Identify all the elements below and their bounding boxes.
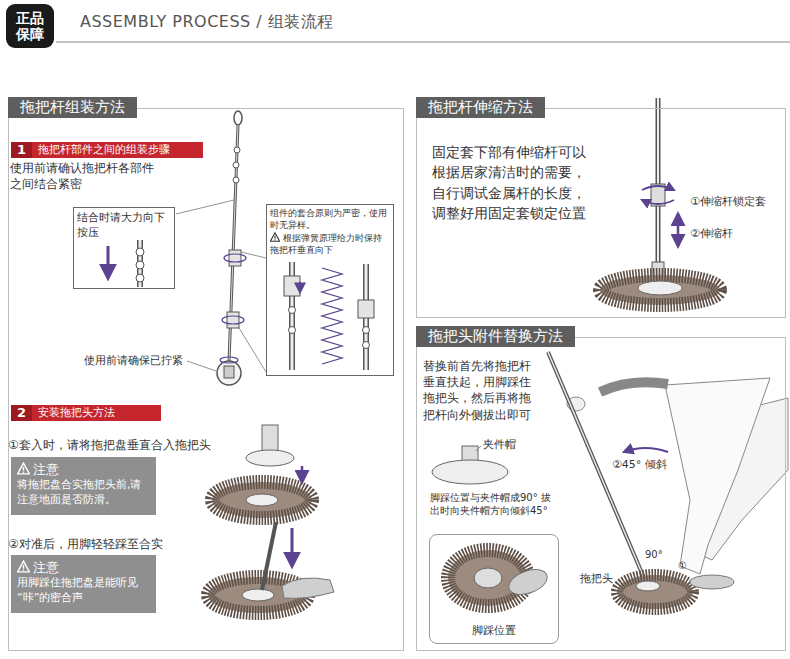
mop-head-insert	[212, 425, 312, 518]
header-rule	[56, 42, 790, 43]
callout-text: 根据弹簧原理给力时保持拖把杆垂直向下	[270, 232, 390, 257]
part-label: 拖把头	[580, 572, 613, 587]
panel-tab: 拖把杆伸缩方法	[416, 97, 545, 118]
warning-heading: 注意	[17, 559, 150, 576]
part-label: ①	[678, 559, 687, 573]
part-label: ②45° 倾斜	[612, 458, 667, 473]
step-title: 安装拖把头方法	[32, 405, 121, 421]
part-label: 使用前请确保已拧紧	[84, 354, 183, 369]
callout-box: 结合时请大力向下按压	[73, 207, 175, 289]
part-label: 使用前请确认拖把杆各部件之间结合紧密	[10, 160, 165, 192]
warning-icon	[17, 462, 30, 475]
step-bar: 1拖把杆部件之间的组装步骤	[11, 142, 203, 158]
part-label: ②伸缩杆	[690, 227, 733, 242]
warning-heading: 注意	[17, 461, 150, 478]
warning-text: 将拖把盘合实拖把头前,请注意地面是否防滑。	[17, 478, 150, 508]
warning-box: 注意用脚踩住拖把盘是能听见“咔”的密合声	[11, 555, 156, 613]
panel-tab: 拖把杆组装方法	[8, 97, 137, 118]
step-number: 1	[11, 142, 32, 158]
part-label: ②对准后，用脚轻轻踩至合实	[8, 536, 163, 552]
spring-detail	[284, 262, 374, 370]
part-label: 90°	[645, 548, 663, 562]
inset-caption: 脚踩位置	[430, 623, 558, 638]
note-box: 脚踩位置与夹件帽成90° 拔出时向夹件帽方向倾斜45°	[427, 488, 555, 532]
inset-box: 脚踩位置	[429, 534, 559, 644]
panel-tab: 拖把头附件替换方法	[416, 326, 575, 347]
step-title: 拖把杆部件之间的组装步骤	[32, 142, 176, 158]
logo-badge: 正品保障	[6, 4, 54, 48]
callout-text: 组件的套合原则为严密，使用时无异样。	[270, 208, 390, 232]
logo-text: 正品保障	[16, 10, 44, 42]
warning-icon	[17, 560, 30, 573]
step-bar: 2安装拖把头方法	[11, 405, 161, 421]
mop-head-step	[208, 522, 334, 613]
warning-box: 注意将拖把盘合实拖把头前,请注意地面是否防滑。	[11, 457, 156, 515]
press-detail	[108, 240, 144, 287]
note-text: 脚踩位置与夹件帽成90° 拔出时向夹件帽方向倾斜45°	[430, 491, 552, 517]
warning-icon	[270, 232, 280, 242]
page-title: ASSEMBLY PROCESS / 组装流程	[80, 12, 334, 33]
part-label: ①伸缩杆锁定套	[690, 195, 766, 210]
part-label: 夹件帽	[483, 438, 516, 453]
callout-text: 结合时请大力向下按压	[77, 211, 171, 240]
step-number: 2	[11, 405, 32, 421]
warning-text: 用脚踩住拖把盘是能听见“咔”的密合声	[17, 576, 150, 606]
part-label: 固定套下部有伸缩杆可以根据居家清洁时的需要，自行调试金属杆的长度，调整好用固定套…	[432, 142, 594, 223]
head-replace-scene	[432, 352, 788, 609]
part-label: ①套入时，请将拖把盘垂直合入拖把头	[8, 437, 211, 453]
part-label: 替换前首先将拖把杆垂直扶起，用脚踩住拖把头，然后再将拖把杆向外侧拔出即可	[423, 358, 535, 423]
callout-box: 组件的套合原则为严密，使用时无异样。根据弹簧原理给力时保持拖把杆垂直向下	[266, 204, 394, 376]
